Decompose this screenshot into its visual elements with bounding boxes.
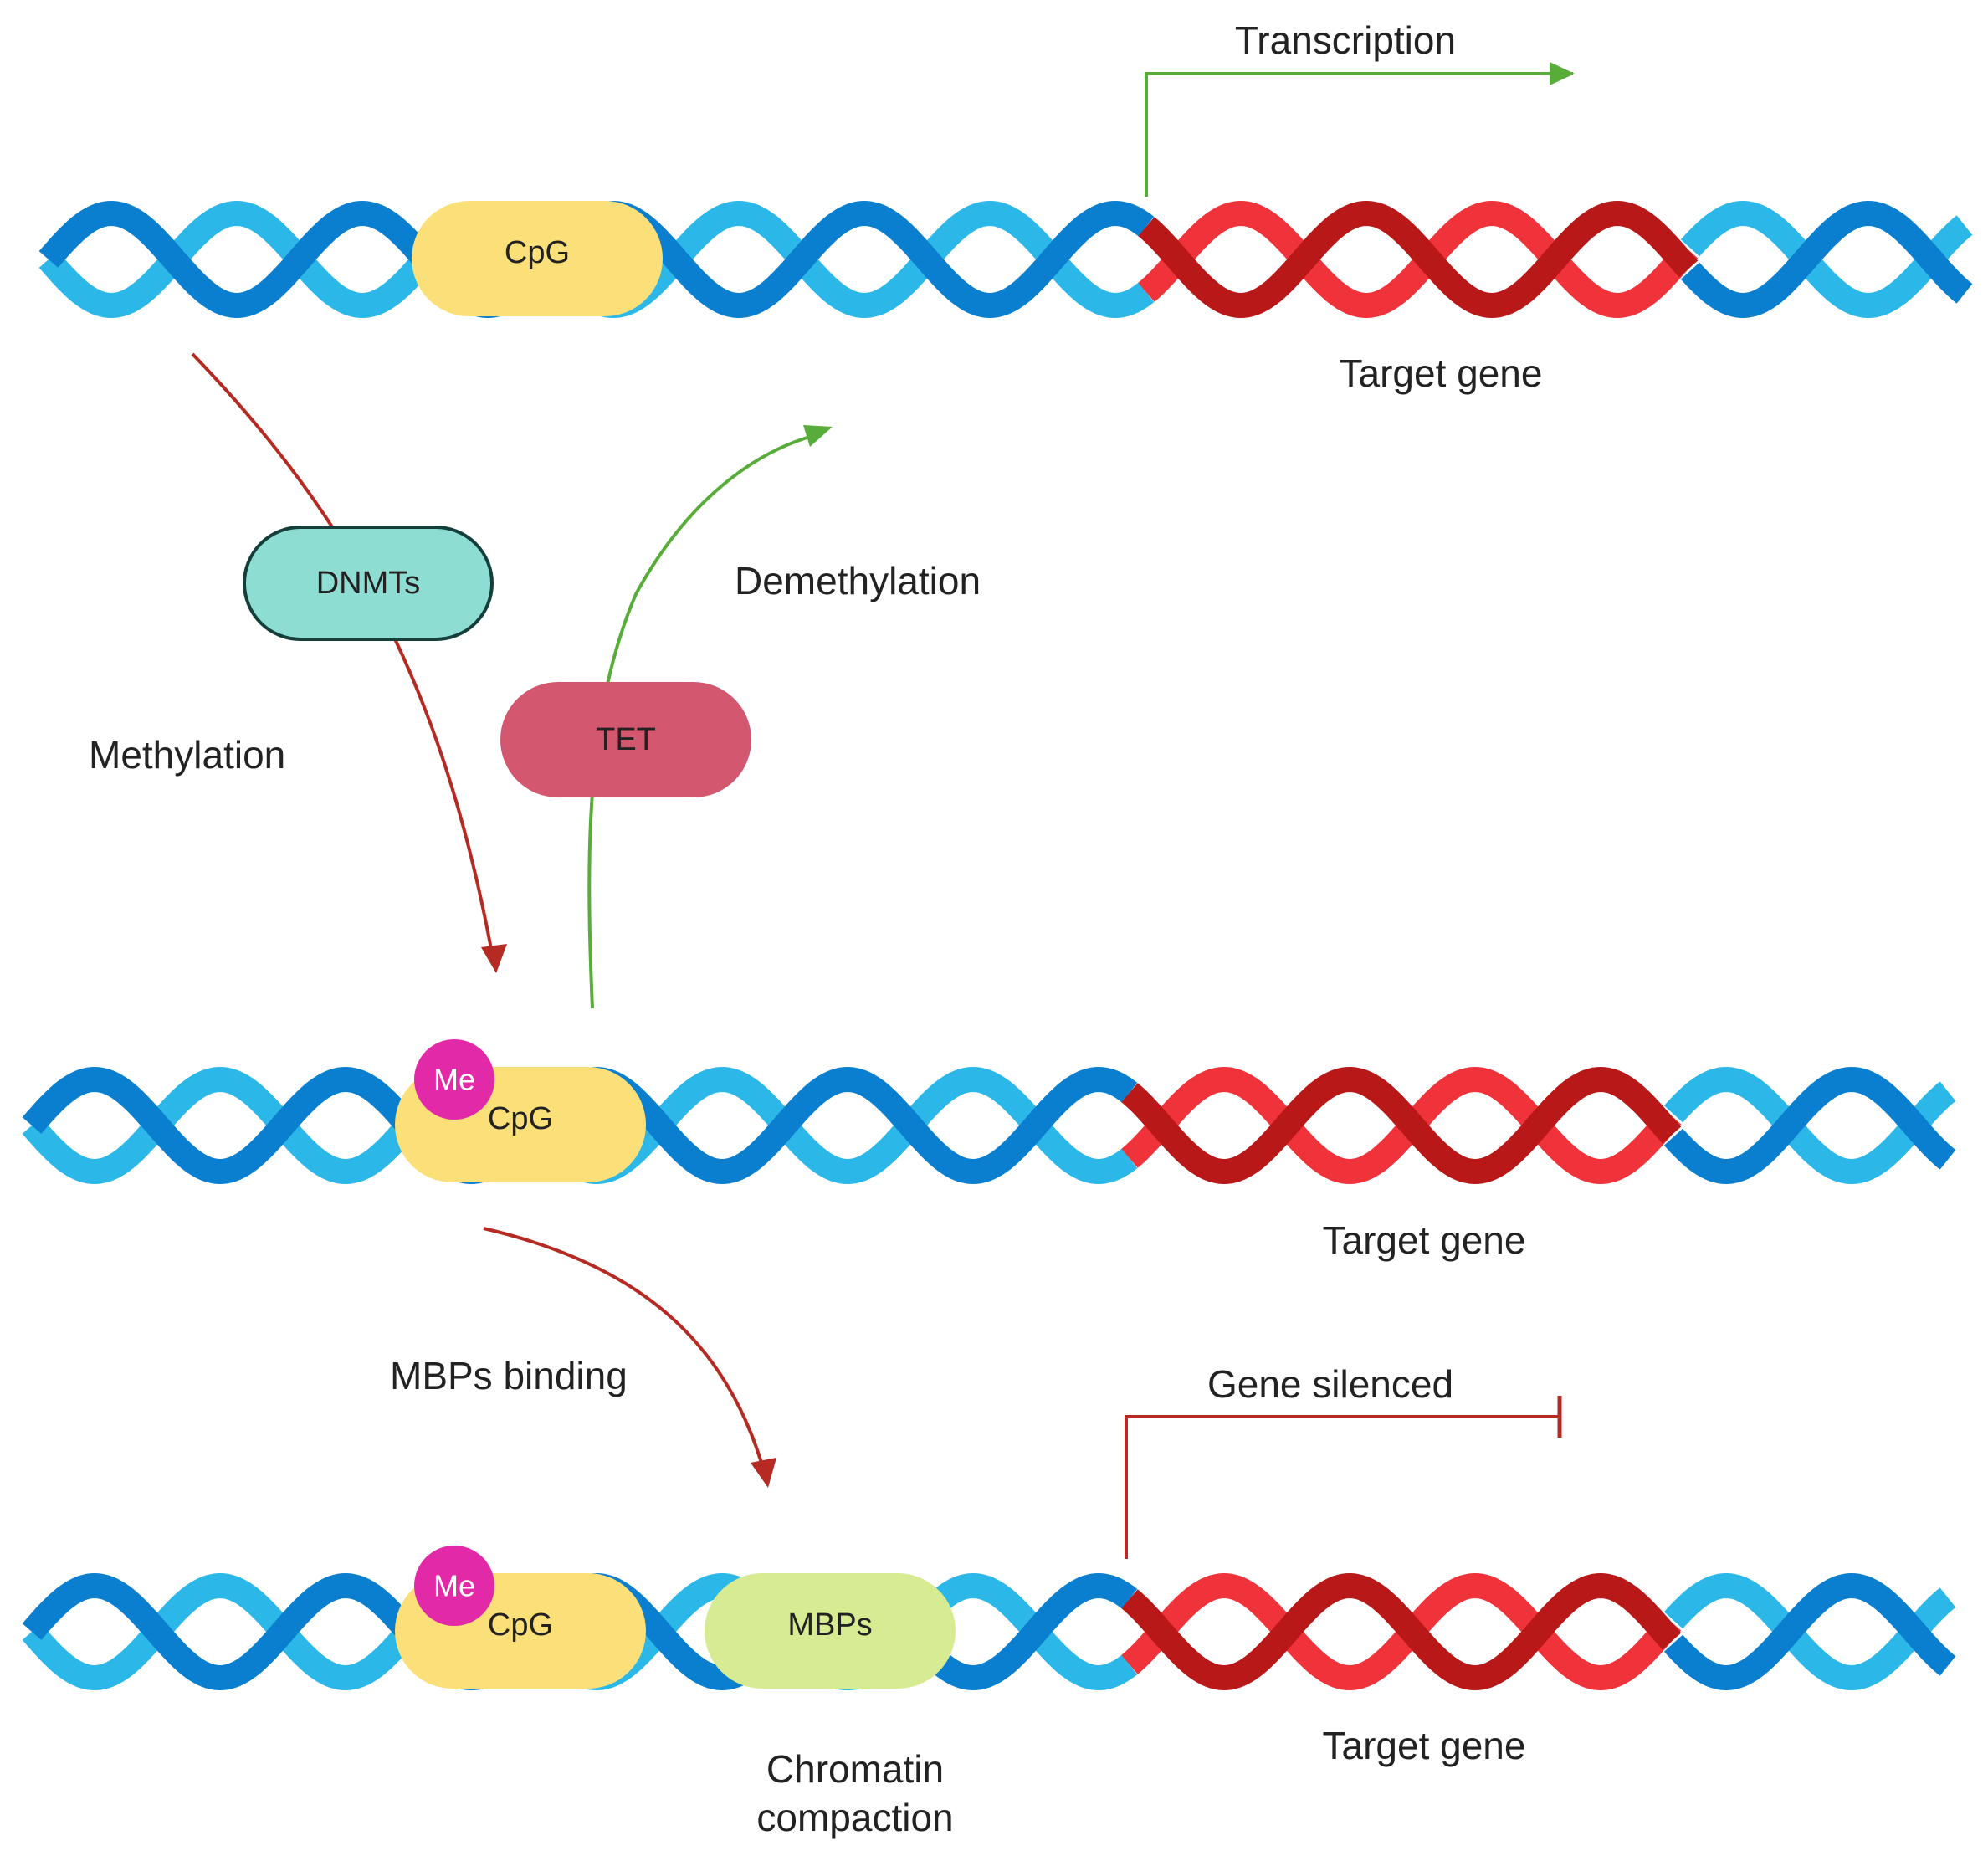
dnmts-enzyme: DNMTs	[243, 526, 494, 641]
methylation-arrowhead	[481, 944, 507, 973]
cpg-label-1: CpG	[505, 235, 570, 270]
methylation-label: Methylation	[89, 733, 285, 777]
demethylation-arrow	[587, 433, 817, 1009]
dna-backbone-a-segment	[1663, 1066, 1956, 1185]
mbps-binding-arrow	[483, 1227, 767, 1478]
tet-label: TET	[596, 722, 656, 757]
dna-strand-silenced	[22, 1572, 1956, 1691]
demethylation-label: Demethylation	[735, 559, 981, 602]
transcription-arrowhead	[1550, 62, 1575, 85]
dna-backbone-a-gene-segment	[1121, 1572, 1682, 1691]
transcription-label: Transcription	[1235, 18, 1456, 62]
methyl-label-1: Me	[433, 1063, 475, 1097]
gene-silenced-line	[1125, 1415, 1560, 1559]
mbps-protein: MBPs	[705, 1573, 956, 1689]
chromatin-label-line2: compaction	[756, 1796, 953, 1839]
transcription-arrow	[1145, 72, 1573, 197]
cpg-label-2: CpG	[488, 1101, 553, 1136]
target-gene-label-1: Target gene	[1340, 351, 1543, 395]
dna-strand-unmethylated	[38, 200, 1973, 319]
gene-silenced-label: Gene silenced	[1207, 1362, 1453, 1406]
target-gene-label-2: Target gene	[1323, 1218, 1526, 1262]
target-gene-label-3: Target gene	[1323, 1724, 1526, 1767]
dna-backbone-b-gene-segment	[1138, 200, 1699, 319]
dna-backbone-b-segment	[1663, 1572, 1956, 1691]
cpg-label-3: CpG	[488, 1607, 553, 1643]
methylation-arrow	[191, 352, 495, 963]
dna-backbone-a-gene-segment	[1121, 1066, 1682, 1185]
chromatin-label-line1: Chromatin	[766, 1747, 944, 1791]
dna-backbone-b-segment	[1663, 1066, 1956, 1185]
dnmts-label: DNMTs	[316, 566, 421, 601]
mbps-label: MBPs	[787, 1607, 872, 1643]
dna-backbone-a-segment	[1680, 200, 1973, 319]
dna-strand-methylated	[22, 1066, 1956, 1185]
mbps-binding-arrowhead	[751, 1458, 776, 1488]
dna-backbone-b-gene-segment	[1121, 1066, 1682, 1185]
methyl-group-1: Me	[414, 1039, 494, 1120]
cpg-site-1: CpG	[412, 201, 663, 316]
methyl-group-2: Me	[414, 1546, 494, 1626]
dna-backbone-a-segment	[1663, 1572, 1956, 1691]
mbps-binding-label: MBPs binding	[390, 1354, 628, 1397]
methyl-label-2: Me	[433, 1569, 475, 1603]
demethylation-arrowhead	[803, 425, 833, 447]
tet-enzyme: TET	[500, 682, 751, 797]
dna-backbone-b-segment	[1680, 200, 1973, 319]
dna-backbone-a-gene-segment	[1138, 200, 1699, 319]
dna-backbone-b-gene-segment	[1121, 1572, 1682, 1691]
